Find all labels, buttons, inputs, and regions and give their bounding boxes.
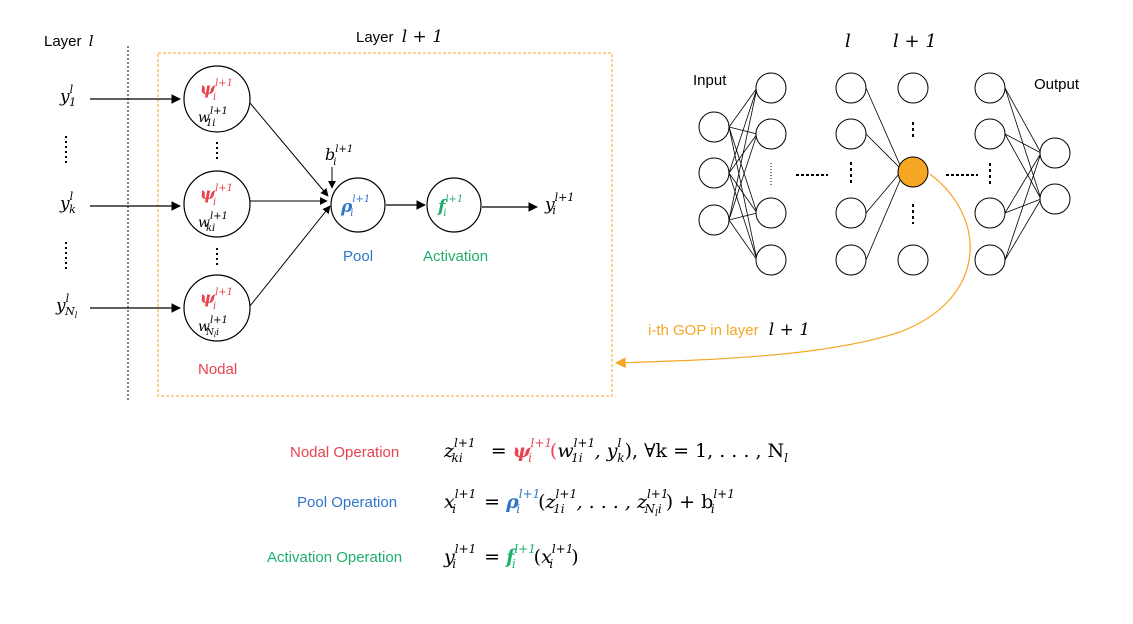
svg-text:ψl+1i: ψl+1i	[200, 183, 233, 208]
edge-nodal1-pool	[249, 102, 329, 197]
eq-activation-label: Activation Operation	[267, 549, 402, 566]
svg-text:ψl+1i: ψl+1i	[200, 287, 233, 312]
network-layer-l	[835, 72, 867, 276]
network-output-layer	[1039, 137, 1071, 215]
gop-pointer-label: i-th GOP in layer l + 1	[648, 320, 810, 340]
network-input-layer	[698, 111, 730, 236]
svg-text:fl+1i: fl+1i	[437, 194, 463, 219]
network-hidden-layer-1	[755, 72, 787, 276]
highlighted-gop-neuron	[897, 156, 929, 188]
nodal-label: Nodal	[198, 361, 237, 378]
gop-box	[157, 52, 613, 397]
eq-nodal-label: Nodal Operation	[290, 444, 399, 461]
svg-text:wl+11i: wl+11i	[198, 106, 228, 129]
network-layer-l1	[897, 72, 929, 276]
network-output-label: Output	[1034, 76, 1080, 93]
layer-l-label: Layer l	[44, 32, 94, 50]
svg-text:ρl+1i: ρl+1i	[340, 194, 370, 219]
gop-pointer-arrow	[614, 173, 971, 369]
network-edges-to-gop	[865, 87, 902, 261]
svg-text:ψl+1i: ψl+1i	[200, 78, 233, 103]
network-last-hidden-layer	[974, 72, 1006, 276]
pool-label: Pool	[343, 248, 373, 265]
network-edges-output	[1004, 87, 1042, 261]
activation-label: Activation	[423, 248, 488, 265]
network-edges-input	[728, 87, 758, 261]
network-input-label: Input	[693, 72, 727, 89]
eq-pool-label: Pool Operation	[297, 494, 397, 511]
eq-nodal: zl+1ki = ψl+1i((wwl+11i, ylk), ∀k = 1, .…	[443, 436, 788, 465]
network-layer-l-label: l	[845, 31, 851, 52]
network-layer-l1-label: l + 1	[893, 31, 937, 52]
svg-text:wl+1ki: wl+1ki	[198, 211, 228, 234]
layer-l1-label: Layer l + 1	[356, 27, 443, 47]
edge-nodalN-pool	[249, 205, 331, 307]
